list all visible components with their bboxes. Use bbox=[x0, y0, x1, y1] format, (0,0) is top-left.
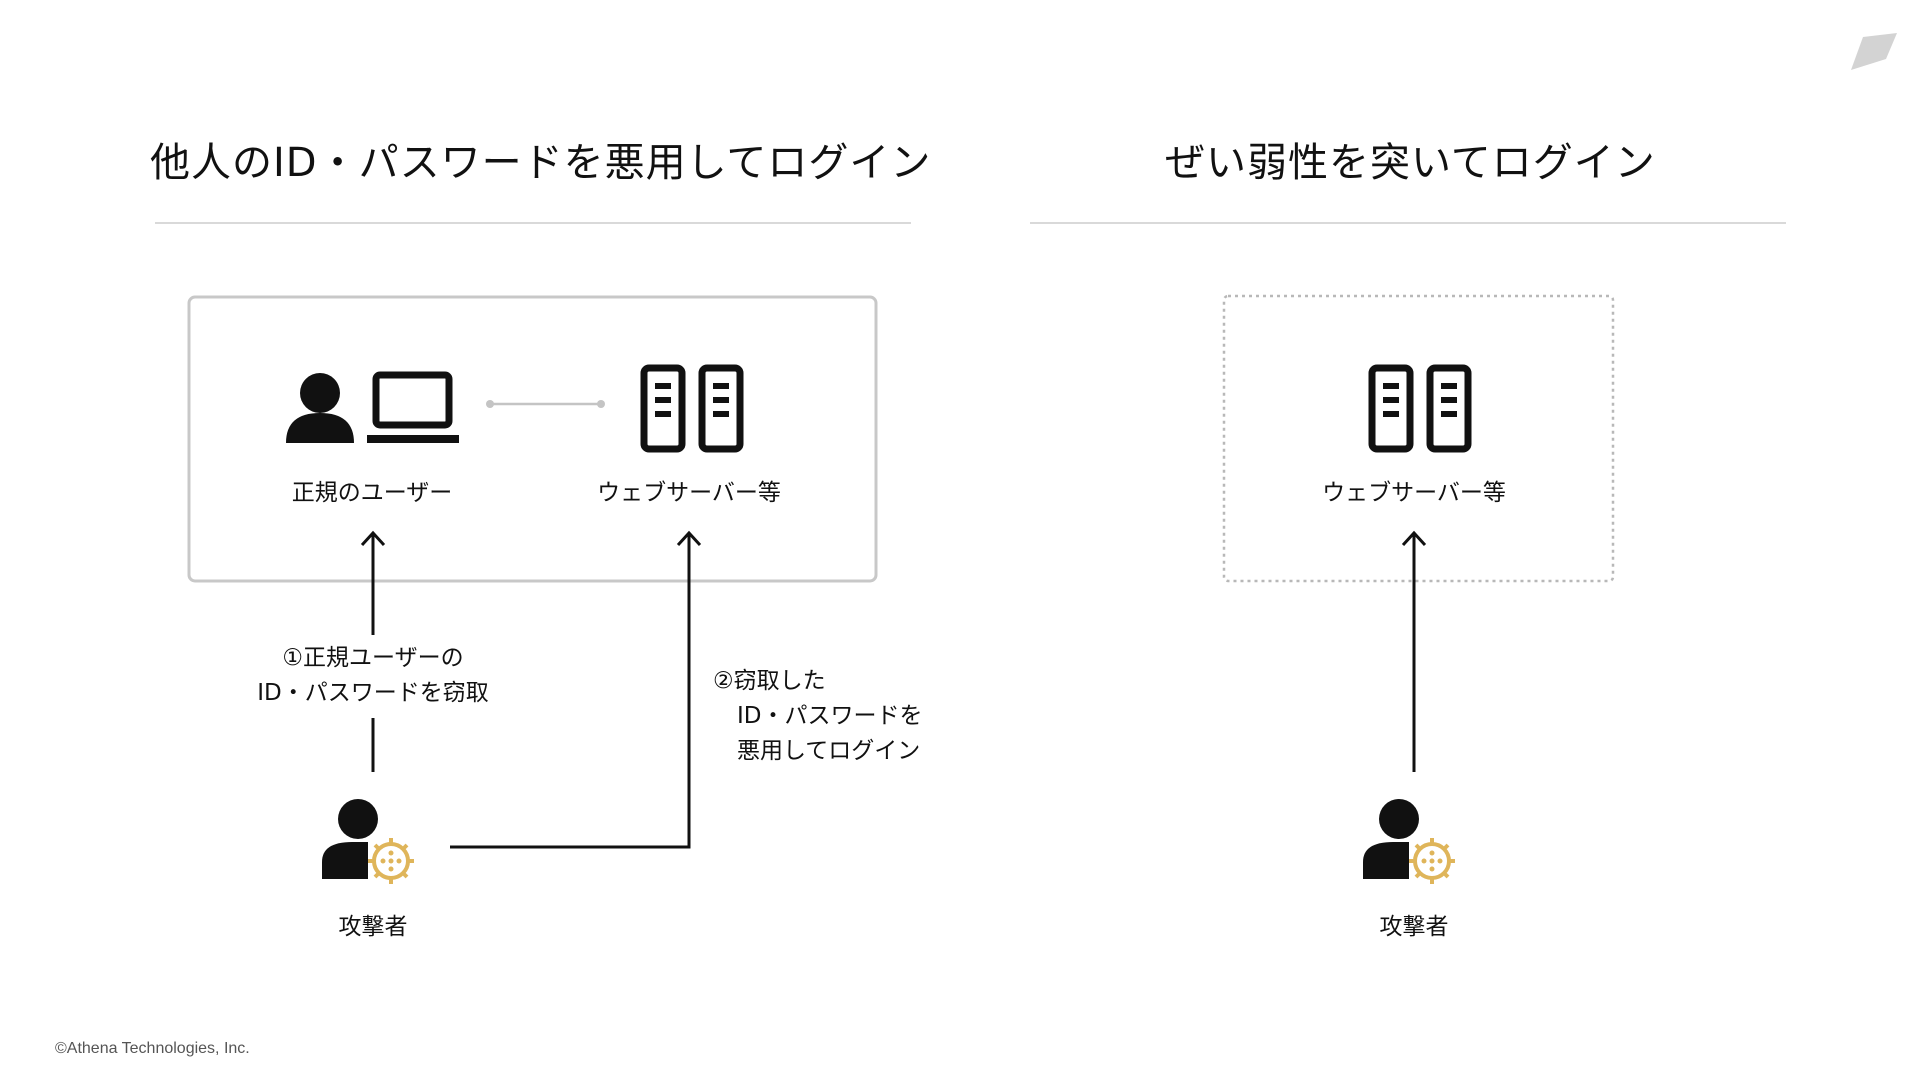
left-system-box bbox=[187, 295, 878, 583]
step2-note: ②窃取した ID・パスワードを 悪用してログイン bbox=[713, 664, 923, 769]
attacker-label-right: 攻撃者 bbox=[1379, 914, 1449, 940]
right-panel-title: ぜい弱性を突いてログイン bbox=[1165, 140, 1656, 186]
step2-line3: 悪用してログイン bbox=[737, 738, 921, 764]
arrow-exploit-vulnerability bbox=[1401, 530, 1427, 772]
virus-icon bbox=[368, 838, 414, 884]
step1-note: ①正規ユーザーの ID・パスワードを窃取 bbox=[257, 641, 489, 711]
logo-icon bbox=[1851, 33, 1897, 70]
step1-line2: ID・パスワードを窃取 bbox=[257, 680, 489, 706]
left-title-divider bbox=[155, 222, 911, 224]
connector-line bbox=[486, 400, 605, 408]
step2-line1: ②窃取した bbox=[713, 668, 826, 694]
arrow-steal-credentials bbox=[360, 530, 386, 772]
attacker-label: 攻撃者 bbox=[338, 914, 408, 940]
right-title-divider bbox=[1030, 222, 1786, 224]
left-panel-title: 他人のID・パスワードを悪用してログイン bbox=[150, 140, 932, 186]
right-system-box bbox=[1222, 294, 1615, 583]
user-label: 正規のユーザー bbox=[291, 480, 453, 506]
step2-line2: ID・パスワードを bbox=[737, 703, 923, 729]
server-icon-right bbox=[1368, 364, 1472, 453]
server-label: ウェブサーバー等 bbox=[597, 480, 781, 506]
arrow-misuse-login bbox=[450, 530, 702, 849]
step1-line1: ①正規ユーザーの bbox=[282, 645, 464, 671]
copyright: ©Athena Technologies, Inc. bbox=[55, 1040, 250, 1057]
server-label-right: ウェブサーバー等 bbox=[1322, 480, 1506, 506]
user-icon bbox=[286, 373, 354, 443]
attacker-icon bbox=[322, 799, 414, 884]
attacker-icon-right bbox=[1363, 799, 1455, 884]
laptop-icon bbox=[367, 371, 459, 443]
server-icon bbox=[640, 364, 744, 453]
